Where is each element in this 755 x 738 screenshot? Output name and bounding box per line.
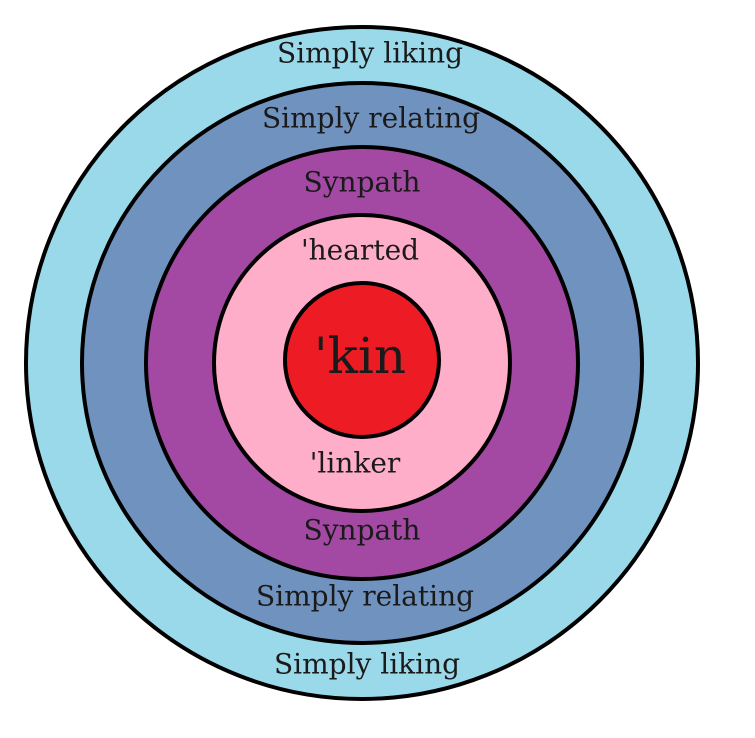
label-synpath-top: Synpath — [304, 166, 421, 199]
label-linker-bottom: 'linker — [310, 447, 401, 480]
center-kin — [283, 281, 441, 439]
label-hearted-top: 'hearted — [301, 234, 419, 267]
label-synpath-bottom: Synpath — [304, 514, 421, 547]
label-relating-bottom: Simply relating — [256, 580, 474, 613]
label-liking-bottom: Simply liking — [274, 648, 460, 681]
label-liking-top: Simply liking — [277, 37, 463, 70]
label-relating-top: Simply relating — [262, 102, 480, 135]
label-kin-center: 'kin — [314, 327, 406, 385]
